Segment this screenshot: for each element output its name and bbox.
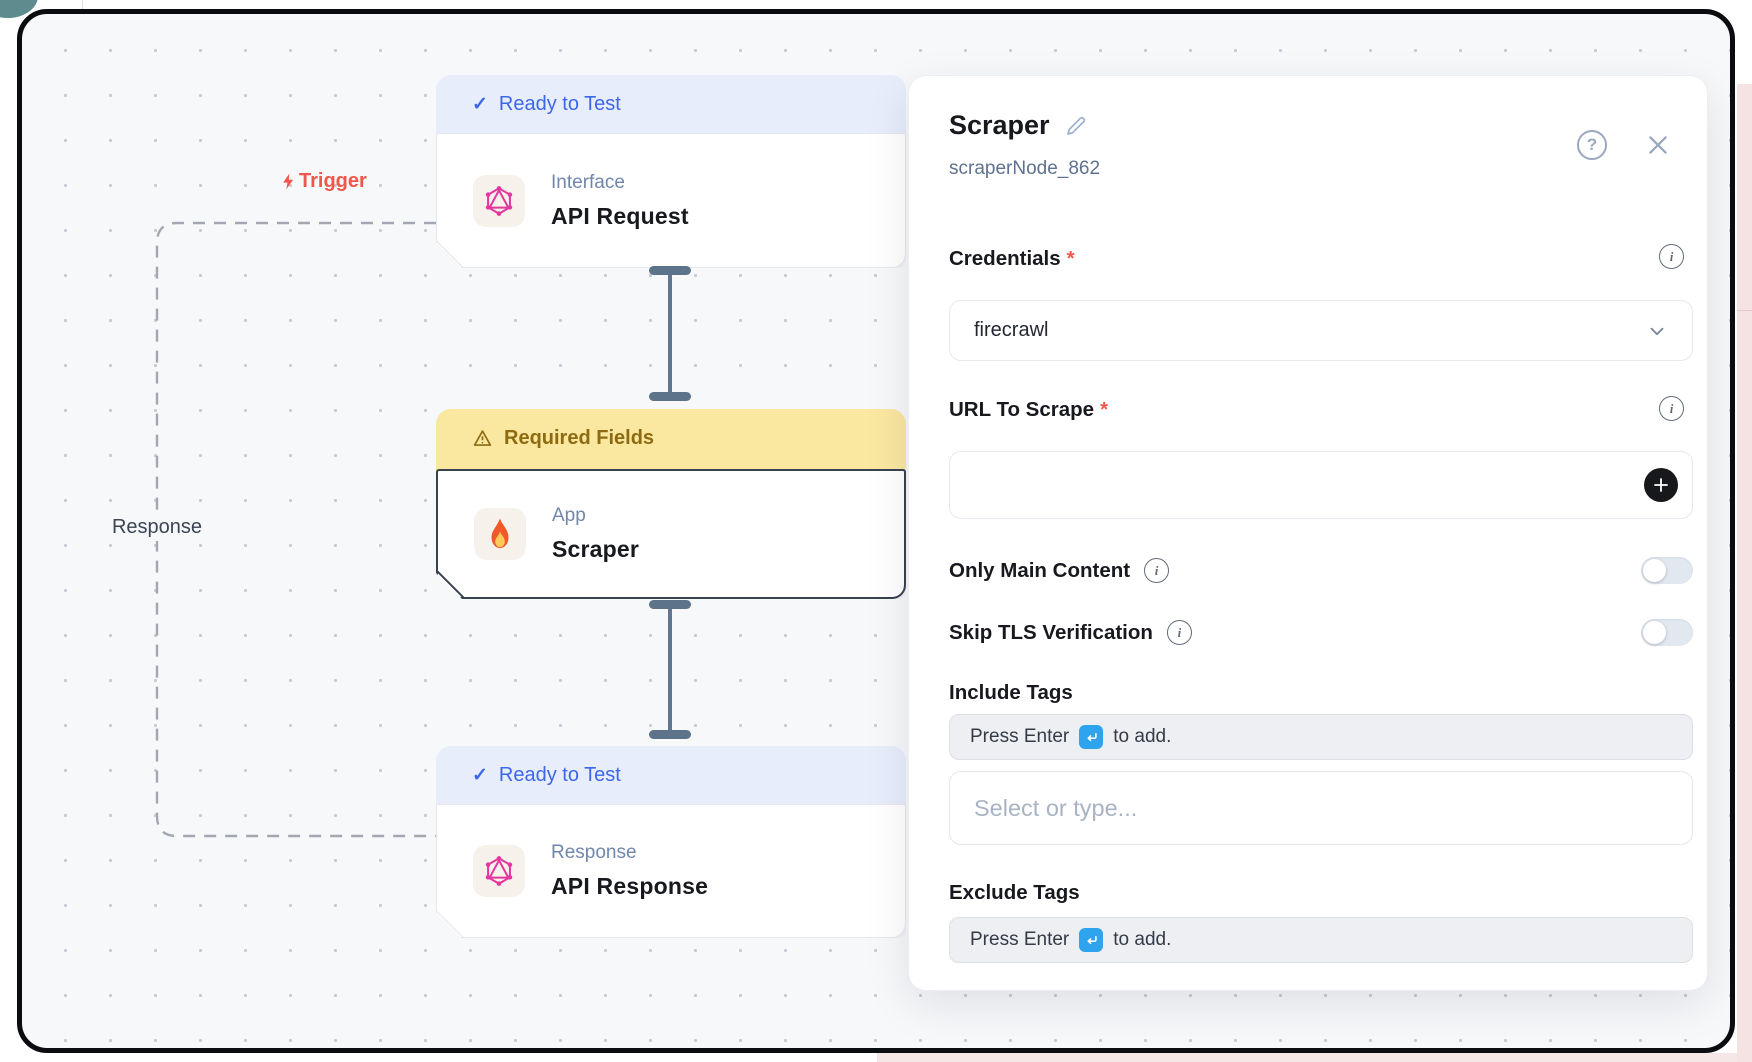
chevron-down-icon: [1650, 327, 1664, 335]
url-input[interactable]: [949, 451, 1693, 519]
background-right-strip: [1737, 84, 1752, 1062]
lightning-icon: [283, 173, 294, 190]
credentials-label: Credentials*: [949, 247, 1075, 270]
flame-icon: [474, 508, 526, 560]
status-badge-ready: ✓ Ready to Test: [436, 746, 906, 808]
only-main-content-toggle[interactable]: [1641, 557, 1693, 584]
required-asterisk: *: [1066, 247, 1075, 270]
node-text: App Scraper: [552, 505, 639, 563]
enter-key-icon: [1079, 928, 1104, 952]
node-type-label: App: [552, 505, 586, 526]
url-label: URL To Scrape*: [949, 398, 1109, 421]
node-title: API Response: [551, 873, 709, 899]
card-corner-cut: [436, 570, 464, 598]
background-divider: [1737, 310, 1752, 311]
background-divider: [82, 0, 83, 12]
warning-icon: [473, 429, 492, 446]
graphql-icon: [473, 175, 525, 227]
panel-title-row: Scraper: [949, 110, 1088, 141]
skip-tls-row: Skip TLS Verification i: [949, 619, 1693, 646]
connector-port[interactable]: [649, 730, 691, 739]
skip-tls-label: Skip TLS Verification: [949, 620, 1153, 644]
connector-line: [668, 270, 672, 396]
only-main-content-row: Only Main Content i: [949, 557, 1693, 584]
node-id-label: scraperNode_862: [949, 158, 1101, 179]
panel-title: Scraper: [949, 110, 1050, 140]
check-icon: ✓: [472, 93, 488, 115]
close-button[interactable]: [1645, 132, 1671, 158]
node-title: Scraper: [552, 536, 640, 562]
hint-suffix: to add.: [1113, 726, 1172, 747]
trigger-label-text: Trigger: [299, 170, 367, 192]
node-type-label: Interface: [551, 171, 625, 193]
check-icon: ✓: [472, 764, 488, 786]
connector-line: [668, 604, 672, 734]
status-badge-required-fields: Required Fields: [436, 409, 906, 471]
connector-port[interactable]: [649, 392, 691, 401]
node-text: Interface API Request: [551, 172, 689, 230]
question-icon: ?: [1586, 135, 1598, 154]
include-tags-label: Include Tags: [949, 681, 1073, 704]
skip-tls-toggle[interactable]: [1641, 619, 1693, 646]
only-main-content-info-icon[interactable]: i: [1144, 558, 1170, 583]
status-badge-label: Ready to Test: [498, 92, 621, 115]
graphql-icon: [473, 845, 525, 897]
hint-suffix: to add.: [1113, 929, 1172, 950]
only-main-content-label: Only Main Content: [949, 558, 1131, 582]
node-card-api-request[interactable]: Interface API Request: [436, 133, 906, 268]
background-bottom-strip: [877, 1053, 1737, 1062]
include-tags-hint[interactable]: Press Enter to add.: [949, 714, 1693, 760]
required-asterisk: *: [1100, 398, 1109, 421]
hint-prefix: Press Enter: [970, 929, 1070, 950]
trigger-label: Trigger: [280, 170, 367, 193]
include-tags-input[interactable]: [949, 771, 1693, 845]
enter-key-icon: [1079, 725, 1104, 749]
status-badge-ready: ✓ Ready to Test: [436, 75, 906, 137]
config-panel: Scraper scraperNode_862 ? Credentials* i…: [908, 75, 1708, 991]
status-badge-label: Required Fields: [504, 426, 655, 449]
url-info-icon[interactable]: i: [1659, 396, 1684, 421]
skip-tls-info-icon[interactable]: i: [1166, 620, 1192, 645]
response-loop-label: Response: [105, 514, 209, 541]
node-type-label: Response: [551, 842, 637, 863]
node-card-scraper[interactable]: App Scraper: [436, 469, 906, 599]
edit-pencil-icon[interactable]: [1064, 114, 1088, 138]
connector-port[interactable]: [649, 600, 691, 609]
exclude-tags-label: Exclude Tags: [949, 881, 1080, 904]
plus-icon: [1654, 478, 1668, 492]
add-variable-button[interactable]: [1644, 468, 1678, 502]
toggle-knob: [1643, 621, 1666, 644]
credentials-info-icon[interactable]: i: [1659, 244, 1684, 269]
card-corner-cut: [436, 241, 464, 269]
status-badge-label: Ready to Test: [498, 763, 621, 786]
app-frame: Response Trigger ✓ Ready to Test: [17, 9, 1735, 1053]
node-text: Response API Response: [551, 842, 708, 900]
exclude-tags-hint[interactable]: Press Enter to add.: [949, 917, 1693, 963]
credentials-select[interactable]: firecrawl: [949, 300, 1693, 361]
credentials-value: firecrawl: [974, 319, 1049, 341]
toggle-knob: [1643, 559, 1666, 582]
help-button[interactable]: ?: [1577, 130, 1607, 160]
node-title: API Request: [551, 202, 689, 229]
hint-prefix: Press Enter: [970, 726, 1070, 747]
connector-port[interactable]: [649, 266, 691, 275]
card-corner-cut: [436, 911, 464, 939]
node-card-api-response[interactable]: Response API Response: [436, 804, 906, 938]
